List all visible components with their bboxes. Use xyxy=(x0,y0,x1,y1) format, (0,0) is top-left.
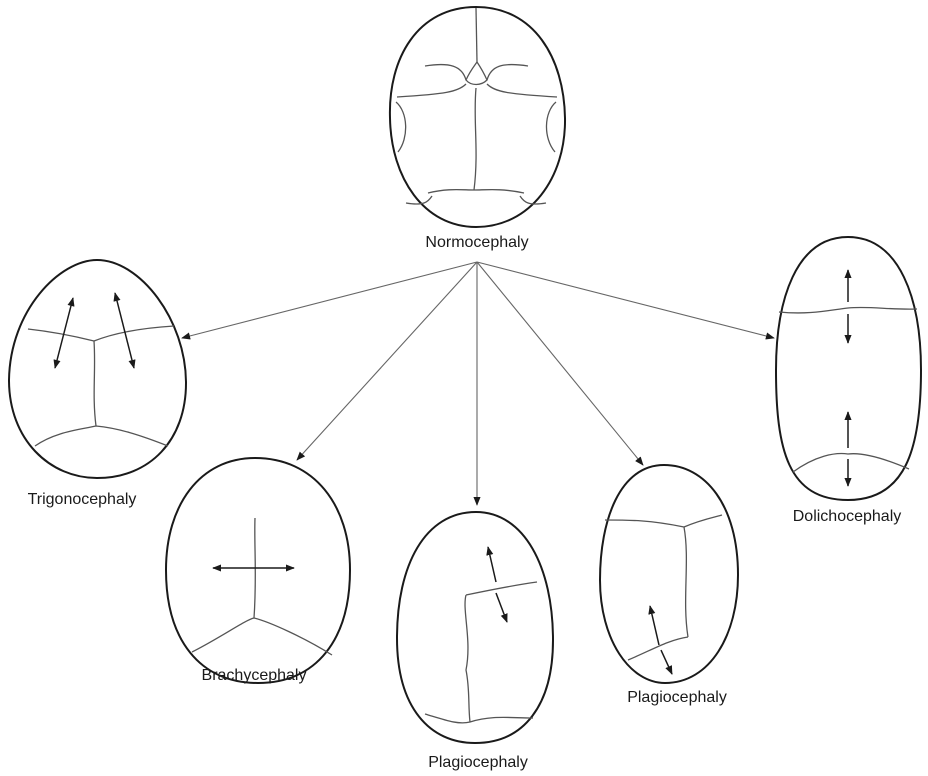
plagiocephaly-center-skull xyxy=(397,512,553,743)
arrow-to-brachycephaly xyxy=(297,262,477,460)
label-normocephaly: Normocephaly xyxy=(425,234,528,251)
dolichocephaly-skull xyxy=(776,237,921,500)
plagiocephaly-right-skull xyxy=(600,465,738,683)
label-dolichocephaly: Dolichocephaly xyxy=(793,508,902,525)
trigonocephaly-skull xyxy=(9,260,186,478)
arrow-to-trigonocephaly xyxy=(182,262,477,338)
normocephaly-skull xyxy=(390,7,565,227)
label-plagiocephaly-center: Plagiocephaly xyxy=(428,754,528,771)
label-brachycephaly: Brachycephaly xyxy=(202,667,307,684)
label-trigonocephaly: Trigonocephaly xyxy=(28,491,137,508)
arrow-to-dolichocephaly xyxy=(477,262,774,338)
label-plagiocephaly-right: Plagiocephaly xyxy=(627,689,727,706)
arrow-to-plagiocephaly-right xyxy=(477,262,643,465)
brachycephaly-skull xyxy=(166,458,350,683)
